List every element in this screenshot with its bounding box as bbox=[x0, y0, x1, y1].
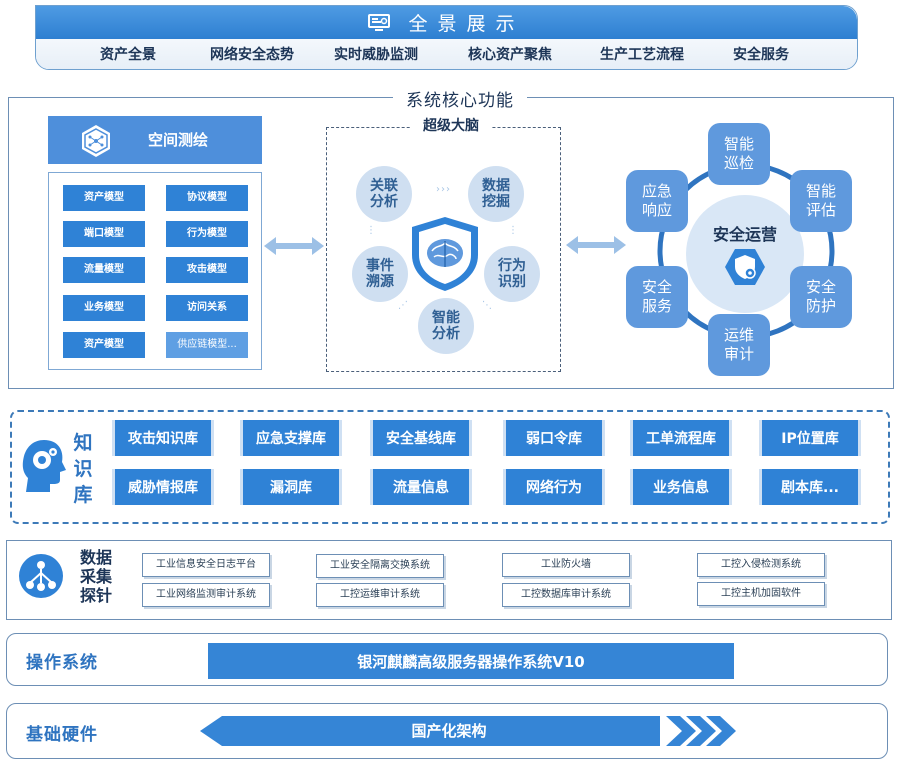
model-asset-2[interactable]: 资产模型 bbox=[63, 332, 145, 358]
super-brain-title: 超级大脑 bbox=[410, 115, 492, 135]
nav-core-asset[interactable]: 核心资产聚焦 bbox=[468, 47, 552, 63]
hardware-label: 基础硬件 bbox=[26, 725, 98, 745]
cube-network-icon bbox=[82, 125, 110, 157]
model-business[interactable]: 业务模型 bbox=[63, 295, 145, 321]
sec-node-emergency[interactable]: 应急响应 bbox=[626, 170, 688, 232]
hardware-arrow-bar bbox=[200, 716, 736, 746]
security-ops-center[interactable]: 安全运营 bbox=[686, 195, 804, 313]
kb-ticket-flow[interactable]: 工单流程库 bbox=[630, 420, 732, 456]
hardware-value: 国产化架构 bbox=[411, 722, 487, 740]
nav-network-security[interactable]: 网络安全态势 bbox=[210, 47, 294, 63]
space-mapping-model-list: 资产模型 协议模型 端口模型 行为模型 流量模型 攻击模型 业务模型 访问关系 … bbox=[48, 172, 262, 370]
dots-decoration: ››› bbox=[436, 184, 451, 195]
nav-security-service[interactable]: 安全服务 bbox=[733, 47, 789, 63]
panorama-title: 全景展示 bbox=[408, 13, 525, 35]
brain-node-behavior-recognition[interactable]: 行为识别 bbox=[484, 246, 540, 302]
kb-ip-location[interactable]: IP位置库 bbox=[759, 420, 861, 456]
model-behavior[interactable]: 行为模型 bbox=[166, 221, 248, 247]
model-attack[interactable]: 攻击模型 bbox=[166, 257, 248, 283]
kb-network-behavior[interactable]: 网络行为 bbox=[503, 469, 605, 505]
nav-threat-monitor[interactable]: 实时威胁监测 bbox=[334, 47, 418, 63]
double-arrow-left bbox=[264, 237, 324, 255]
panorama-title-bar: 全景展示 bbox=[36, 6, 857, 39]
dc-isolation-exchange[interactable]: 工业安全隔离交换系统 bbox=[316, 554, 444, 578]
dc-host-hardening[interactable]: 工控主机加固软件 bbox=[697, 582, 825, 606]
kb-playbook[interactable]: 剧本库... bbox=[759, 469, 861, 505]
double-arrow-right bbox=[566, 236, 626, 254]
dots-decoration: ⋰ bbox=[398, 300, 409, 311]
shield-gear-icon bbox=[725, 249, 765, 285]
sec-node-protection[interactable]: 安全防护 bbox=[790, 266, 852, 328]
head-gear-icon bbox=[22, 440, 66, 492]
knowledge-base-label: 知识库 bbox=[73, 432, 93, 506]
model-protocol[interactable]: 协议模型 bbox=[166, 185, 248, 211]
data-collection-box bbox=[6, 540, 892, 620]
dc-industrial-firewall[interactable]: 工业防火墙 bbox=[502, 553, 630, 577]
dots-decoration: ⋱ bbox=[482, 300, 493, 311]
kb-attack-knowledge[interactable]: 攻击知识库 bbox=[112, 420, 214, 456]
kb-weak-password[interactable]: 弱口令库 bbox=[503, 420, 605, 456]
os-value[interactable]: 银河麒麟高级服务器操作系统V10 bbox=[208, 643, 734, 679]
brain-node-correlation[interactable]: 关联分析 bbox=[356, 166, 412, 222]
brain-node-mining[interactable]: 数据挖掘 bbox=[468, 166, 524, 222]
kb-security-baseline[interactable]: 安全基线库 bbox=[370, 420, 472, 456]
model-asset[interactable]: 资产模型 bbox=[63, 185, 145, 211]
dc-database-audit[interactable]: 工控数据库审计系统 bbox=[502, 583, 630, 607]
brain-node-intelligent-analysis[interactable]: 智能分析 bbox=[418, 298, 474, 354]
brain-shield-icon bbox=[412, 217, 478, 291]
space-mapping-header: 空间测绘 bbox=[48, 116, 262, 164]
sec-node-assessment[interactable]: 智能评估 bbox=[790, 170, 852, 232]
panorama-nav: 资产全景 网络安全态势 实时威胁监测 核心资产聚焦 生产工艺流程 安全服务 bbox=[36, 39, 857, 69]
data-probe-icon bbox=[19, 554, 63, 598]
sec-node-audit[interactable]: 运维审计 bbox=[708, 314, 770, 376]
os-label: 操作系统 bbox=[26, 653, 98, 673]
nav-production-flow[interactable]: 生产工艺流程 bbox=[600, 47, 684, 63]
nav-asset-overview[interactable]: 资产全景 bbox=[100, 47, 156, 63]
kb-threat-intel[interactable]: 威胁情报库 bbox=[112, 469, 214, 505]
knowledge-base-box bbox=[10, 410, 890, 524]
dots-decoration: ⋮ bbox=[366, 225, 377, 236]
panorama-panel: 全景展示 资产全景 网络安全态势 实时威胁监测 核心资产聚焦 生产工艺流程 安全… bbox=[35, 5, 858, 70]
hardware-box bbox=[6, 703, 888, 759]
os-box bbox=[6, 633, 888, 686]
dots-decoration: ⋮ bbox=[508, 225, 519, 236]
kb-traffic-info[interactable]: 流量信息 bbox=[370, 469, 472, 505]
dc-log-platform[interactable]: 工业信息安全日志平台 bbox=[142, 553, 270, 577]
model-access-relation[interactable]: 访问关系 bbox=[166, 295, 248, 321]
model-port[interactable]: 端口模型 bbox=[63, 221, 145, 247]
model-supply-chain[interactable]: 供应链模型... bbox=[166, 332, 248, 358]
kb-business-info[interactable]: 业务信息 bbox=[630, 469, 732, 505]
kb-vulnerability[interactable]: 漏洞库 bbox=[240, 469, 342, 505]
sec-node-inspection[interactable]: 智能巡检 bbox=[708, 123, 770, 185]
space-mapping-title: 空间测绘 bbox=[148, 131, 209, 149]
dc-intrusion-detection[interactable]: 工控入侵检测系统 bbox=[697, 553, 825, 577]
kb-emergency-support[interactable]: 应急支撑库 bbox=[240, 420, 342, 456]
security-ops-center-label: 安全运营 bbox=[712, 225, 777, 244]
model-traffic[interactable]: 流量模型 bbox=[63, 257, 145, 283]
dc-network-audit[interactable]: 工业网络监测审计系统 bbox=[142, 583, 270, 607]
brain-node-tracing[interactable]: 事件溯源 bbox=[352, 246, 408, 302]
monitor-icon bbox=[368, 13, 391, 31]
dc-ops-audit[interactable]: 工控运维审计系统 bbox=[316, 583, 444, 607]
data-collection-label: 数据采集探针 bbox=[79, 548, 112, 605]
core-function-title: 系统核心功能 bbox=[393, 86, 527, 111]
sec-node-service[interactable]: 安全服务 bbox=[626, 266, 688, 328]
